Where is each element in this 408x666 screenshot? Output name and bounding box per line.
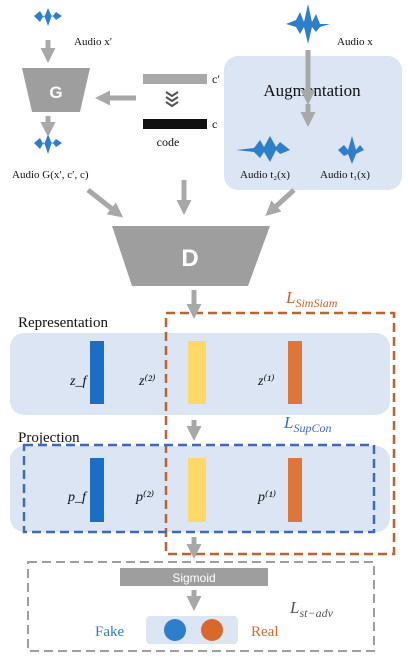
fake-label: Fake <box>95 624 125 640</box>
label-p2: p⁽²⁾ <box>135 490 155 505</box>
label-z1: z⁽¹⁾ <box>257 374 275 389</box>
sigmoid-bar <box>120 568 268 586</box>
representation-label: Representation <box>18 315 108 331</box>
supcon-box <box>22 443 376 534</box>
stadv-box <box>27 561 375 652</box>
bar-p1 <box>288 458 302 522</box>
bar-z2 <box>188 341 206 404</box>
augmentation-title: Augmentation <box>263 81 361 100</box>
real-label: Real <box>251 624 279 640</box>
loss-supcon: LSupCon <box>283 413 331 435</box>
generator-label: G <box>49 83 62 102</box>
arrow-aug-to-d <box>265 188 296 217</box>
fake-dot <box>164 619 186 641</box>
waveform-audio-g <box>34 134 62 154</box>
chevron-down-icon <box>165 91 179 108</box>
bar-z-f <box>90 341 104 404</box>
c-prime-label: c′ <box>212 72 220 86</box>
audio-t2-label: Audio t₂(x) <box>240 169 290 181</box>
audio-x-prime-label: Audio x′ <box>74 36 112 48</box>
bar-p-f <box>90 458 104 522</box>
sigmoid-label: Sigmoid <box>172 571 215 585</box>
loss-stadv: Lst−adv <box>289 598 334 620</box>
c-bar <box>143 119 207 129</box>
loss-simsiam: LSimSiam <box>285 288 338 310</box>
label-z2: z⁽²⁾ <box>138 374 156 389</box>
discriminator-block <box>112 226 270 286</box>
label-p1: p⁽¹⁾ <box>257 490 277 505</box>
waveform-audio-x <box>286 4 330 44</box>
arrow-audio-g-to-d <box>86 188 124 218</box>
real-dot <box>201 619 223 641</box>
bar-z1 <box>288 341 302 404</box>
label-z-f: z_f <box>69 374 88 389</box>
code-label: code <box>157 135 180 149</box>
audio-x-label: Audio x <box>337 36 373 48</box>
output-panel <box>146 616 238 644</box>
discriminator-label: D <box>181 245 198 272</box>
c-prime-bar <box>143 74 207 84</box>
generator-block <box>22 68 90 112</box>
c-label: c <box>212 117 217 131</box>
simsiam-box <box>164 311 396 556</box>
projection-label: Projection <box>18 430 80 446</box>
audio-g-label: Audio G(x′, c′, c) <box>12 169 89 181</box>
bar-p2 <box>188 458 206 522</box>
waveform-audio-t2 <box>236 136 290 162</box>
label-p-f: p_f <box>67 490 88 505</box>
waveform-audio-t1 <box>338 136 364 164</box>
audio-t1-label: Audio t₁(x) <box>320 169 370 181</box>
waveform-audio-x-prime <box>34 8 62 26</box>
